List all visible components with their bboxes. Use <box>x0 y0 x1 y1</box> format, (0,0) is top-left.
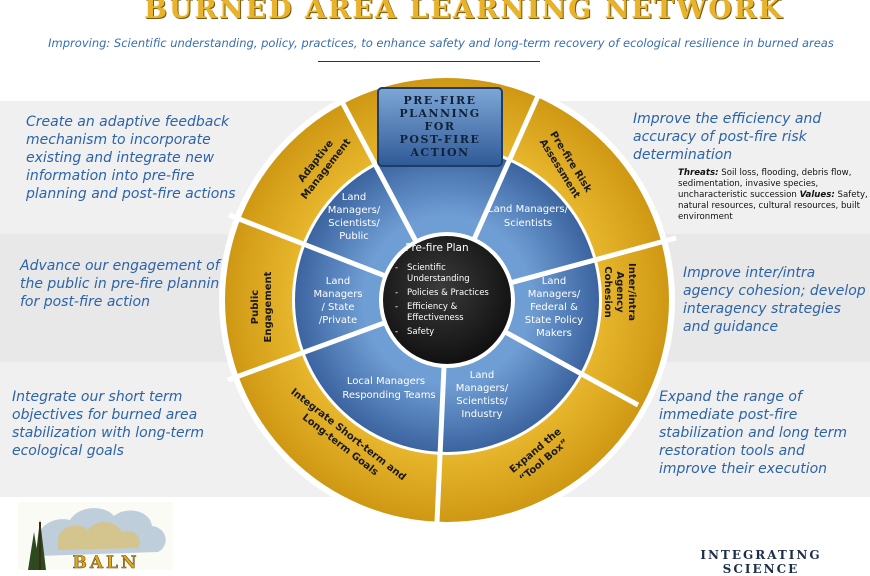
inner-l-line-1: Land <box>326 276 350 287</box>
center-bullet-3: - <box>395 302 398 312</box>
prefire-banner <box>377 87 503 167</box>
inner-r-line-3: Federal & <box>530 302 578 313</box>
banner-line-5: ACTION <box>409 146 469 159</box>
center-item-1b: Understanding <box>407 274 470 284</box>
inner-segment-top-right: Land Managers/ Scientists <box>488 204 569 229</box>
inner-bl-line-2: Responding Teams <box>342 390 435 401</box>
goal-integrate-objectives: Integrate our short term objectives for … <box>12 389 205 459</box>
center-title: Pre-fire Plan <box>405 242 468 254</box>
inner-segment-left: Land Managers / State /Private <box>313 276 362 326</box>
inner-segment-bottom-right: Land Managers/ Scientists/ Industry <box>456 370 509 420</box>
values-label: Values: <box>799 190 835 200</box>
goal-public-engagement: Advance our engagement of the public in … <box>20 258 229 310</box>
footer-tagline: INTEGRATING SCIENCE <box>686 548 836 576</box>
tree-icon <box>28 520 46 570</box>
banner-line-2: PLANNING <box>399 107 480 120</box>
center-item-2: Policies & Practices <box>407 288 489 298</box>
footer-line-1: INTEGRATING <box>700 548 822 562</box>
inner-segment-bottom-left: Local Managers Responding Teams <box>342 376 435 401</box>
center-items: - Scientific Understanding - Policies & … <box>395 263 489 337</box>
threats-values-note: Threats: Soil loss, flooding, debris flo… <box>678 168 868 223</box>
segment-public-engagement: Public Engagement <box>250 271 274 342</box>
baln-logo: BALN <box>18 502 173 570</box>
inner-l-line-4: /Private <box>319 315 357 326</box>
center-item-4: Safety <box>407 327 434 337</box>
title-divider <box>318 61 540 62</box>
inner-tl-line-1: Land <box>342 192 366 203</box>
inner-tr-line-2: Scientists <box>504 218 552 229</box>
smoke-glow <box>58 521 140 550</box>
banner-line-4: POST-FIRE <box>400 133 481 146</box>
segment-agency-cohesion: Inter/intra Agency Cohesion <box>602 263 637 321</box>
inner-l-line-3: / State <box>321 302 354 313</box>
cohesion-line-2: Agency <box>614 271 625 313</box>
center-circle <box>383 236 511 364</box>
goal-risk-efficiency: Improve the efficiency and accuracy of p… <box>633 111 822 163</box>
inner-tl-line-4: Public <box>339 231 369 242</box>
cohesion-line-1: Inter/intra <box>626 263 637 321</box>
goal-adaptive-feedback: Create an adaptive feedback mechanism to… <box>26 114 236 202</box>
inner-br-line-1: Land <box>470 370 494 381</box>
center-item-3b: Effectiveness <box>407 313 464 323</box>
goal-expand-tools: Expand the range of immediate post-fire … <box>659 389 848 477</box>
center-bullet-4: - <box>395 327 398 337</box>
values-text: Safety, natural resources, cultural reso… <box>678 190 868 222</box>
inner-br-line-2: Managers/ <box>456 383 509 394</box>
threats-text: Soil loss, flooding, debris flow, sedime… <box>678 168 852 200</box>
inner-r-line-1: Land <box>542 276 566 287</box>
banner-line-1: PRE-FIRE <box>403 94 476 107</box>
center-item-1a: Scientific <box>407 263 446 273</box>
inner-r-line-5: Makers <box>536 328 572 339</box>
inner-br-line-4: Industry <box>461 409 502 420</box>
threats-label: Threats: <box>678 168 719 178</box>
inner-tl-line-3: Scientists/ <box>328 218 380 229</box>
inner-r-line-2: Managers/ <box>528 289 581 300</box>
banner-line-3: FOR <box>424 120 455 133</box>
inner-segment-right: Land Managers/ Federal & State Policy Ma… <box>525 276 583 339</box>
center-bullet-2: - <box>395 288 398 298</box>
inner-tl-line-2: Managers/ <box>328 205 381 216</box>
inner-r-line-4: State Policy <box>525 315 583 326</box>
center-item-3a: Efficiency & <box>407 302 458 312</box>
inner-br-line-3: Scientists/ <box>456 396 508 407</box>
logo-text: BALN <box>72 553 139 570</box>
center-bullet-1: - <box>395 263 398 273</box>
public-line-1: Public <box>250 290 261 324</box>
footer-line-2: SCIENCE <box>722 562 800 576</box>
cohesion-line-3: Cohesion <box>602 266 613 317</box>
inner-tr-line-1: Land Managers/ <box>488 204 569 215</box>
page-title: BURNED AREA LEARNING NETWORK <box>144 0 784 25</box>
page-subtitle: Improving: Scientific understanding, pol… <box>48 36 834 50</box>
public-line-2: Engagement <box>263 271 274 342</box>
inner-l-line-2: Managers <box>313 289 362 300</box>
goal-agency-cohesion: Improve inter/intra agency cohesion; dev… <box>683 265 866 335</box>
inner-bl-line-1: Local Managers <box>347 376 425 387</box>
inner-segment-top-left: Land Managers/ Scientists/ Public <box>328 192 381 242</box>
